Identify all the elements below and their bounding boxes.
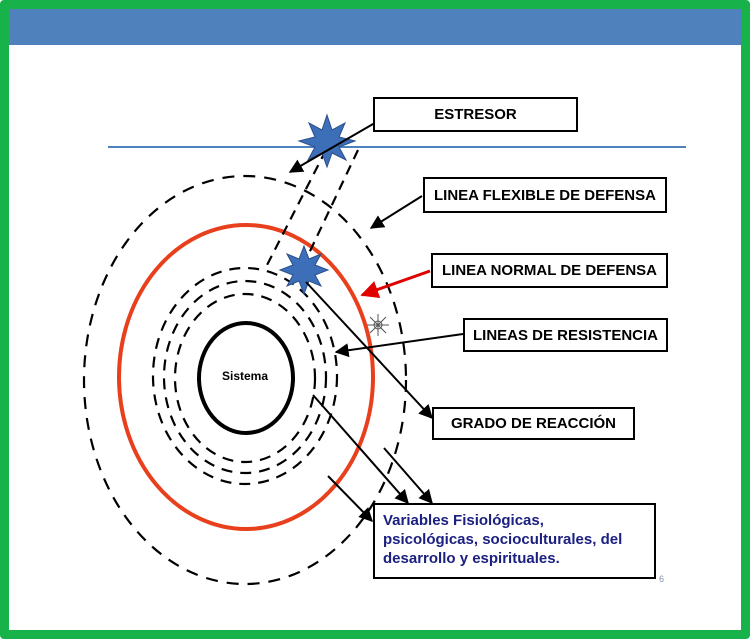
resistance-line-middle bbox=[162, 279, 328, 475]
arrow-flexible bbox=[369, 195, 423, 229]
header-bar bbox=[9, 9, 741, 45]
resistance-line-outer bbox=[151, 266, 339, 486]
arrow-variables-3 bbox=[327, 475, 373, 523]
system-core bbox=[197, 321, 295, 435]
variables-line-1: Variables Fisiológicas, bbox=[383, 512, 544, 529]
flexible-defense-line bbox=[82, 174, 408, 586]
variables-box: Variables Fisiológicas, psicológicas, so… bbox=[373, 503, 656, 579]
flexible-defense-label: LINEA FLEXIBLE DE DEFENSA bbox=[423, 177, 667, 213]
normal-defense-label: LINEA NORMAL DE DEFENSA bbox=[431, 253, 668, 288]
resistance-lines-label: LINEAS DE RESISTENCIA bbox=[463, 318, 668, 352]
variables-line-2: psicológicas, socioculturales, del bbox=[383, 531, 623, 548]
stressor-path-left bbox=[264, 149, 327, 270]
system-label: Sistema bbox=[221, 369, 269, 383]
arrow-resistance bbox=[334, 333, 464, 358]
stressor-path-right bbox=[301, 149, 359, 269]
reaction-burst-icon bbox=[367, 314, 389, 336]
arrow-variables-2 bbox=[383, 447, 433, 505]
arrow-normal bbox=[360, 269, 431, 299]
page-number: 6 bbox=[659, 574, 665, 584]
arrow-stressor bbox=[288, 119, 381, 173]
stressor-star-top bbox=[297, 113, 357, 169]
arrow-variables-1 bbox=[312, 394, 409, 505]
stressor-label: ESTRESOR bbox=[373, 97, 578, 132]
normal-defense-line bbox=[117, 223, 375, 531]
stressor-star-inner bbox=[278, 244, 330, 296]
arrow-reaction bbox=[305, 281, 433, 420]
reaction-degree-label: GRADO DE REACCIÓN bbox=[432, 407, 635, 440]
variables-line-3: desarrollo y espirituales. bbox=[383, 550, 560, 567]
resistance-line-inner bbox=[173, 292, 317, 464]
